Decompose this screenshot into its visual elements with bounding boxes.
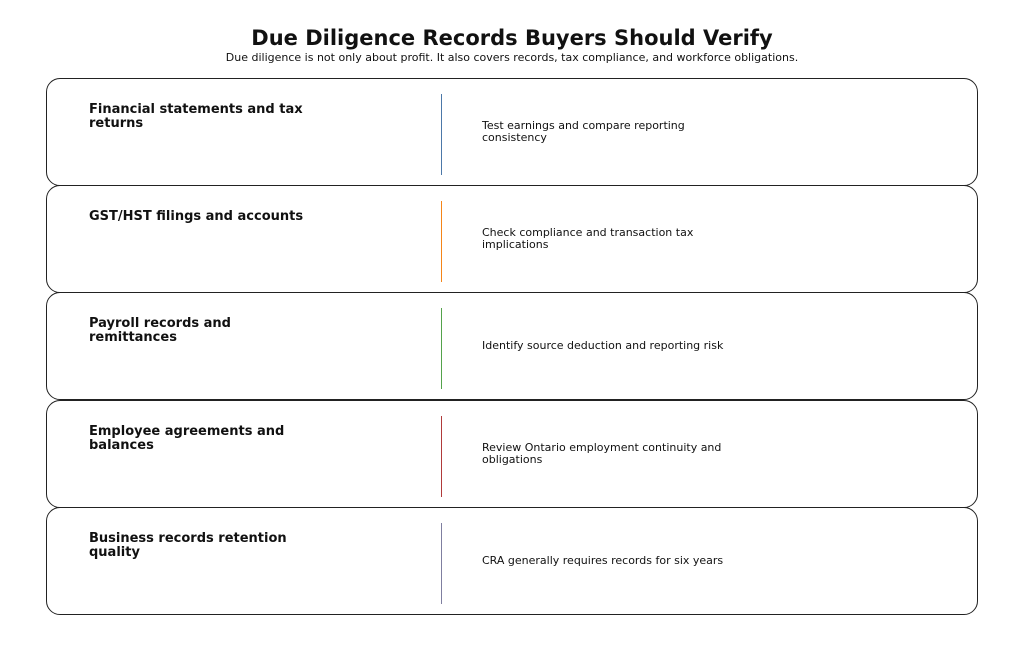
record-row: Payroll records and remittances Identify… — [46, 292, 978, 400]
row-heading: Business records retention quality — [89, 531, 287, 560]
row-description: Identify source deduction and reporting … — [482, 339, 724, 352]
row-description: Review Ontario employment continuity and… — [482, 441, 722, 466]
row-divider — [441, 308, 443, 389]
row-heading: GST/HST filings and accounts — [89, 209, 304, 224]
row-description: Test earnings and compare reporting cons… — [482, 119, 685, 144]
row-divider — [441, 523, 443, 604]
record-row: Financial statements and tax returns Tes… — [46, 78, 978, 186]
record-row: GST/HST filings and accounts Check compl… — [46, 185, 978, 293]
row-divider — [441, 94, 443, 175]
row-description: CRA generally requires records for six y… — [482, 554, 724, 567]
record-row: Employee agreements and balances Review … — [46, 400, 978, 508]
row-heading: Employee agreements and balances — [89, 424, 285, 453]
row-heading: Payroll records and remittances — [89, 316, 231, 345]
row-divider — [441, 416, 443, 497]
row-description: Check compliance and transaction tax imp… — [482, 226, 694, 251]
row-heading: Financial statements and tax returns — [89, 102, 303, 131]
diagram-subtitle: Due diligence is not only about profit. … — [225, 51, 799, 64]
row-divider — [441, 201, 443, 282]
diagram-title: Due Diligence Records Buyers Should Veri… — [251, 26, 773, 50]
record-row: Business records retention quality CRA g… — [46, 507, 978, 615]
